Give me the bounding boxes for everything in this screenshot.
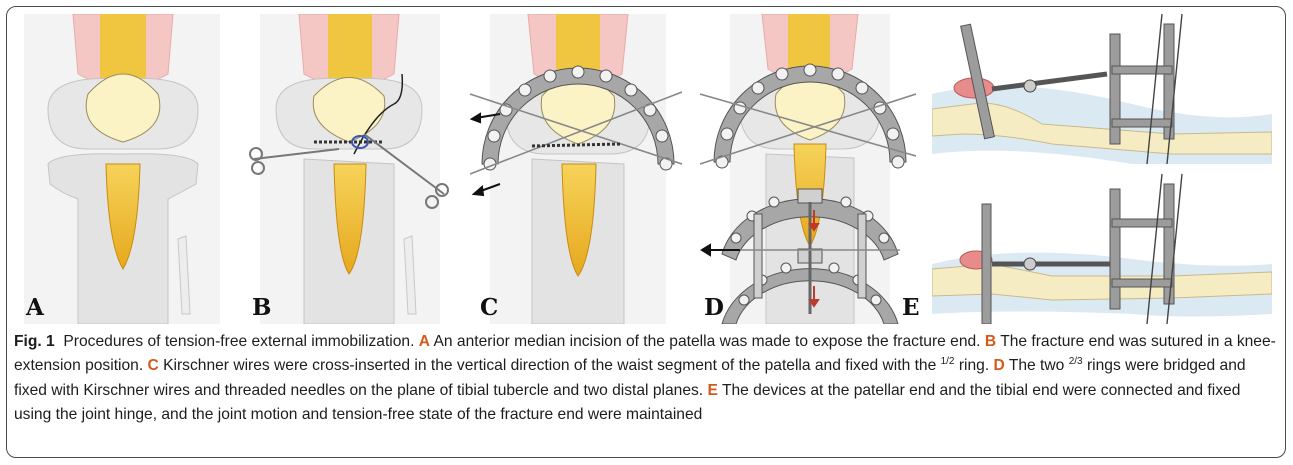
- caption-text-d-sup: 2/3: [1069, 356, 1083, 367]
- panel-label-b: B: [252, 294, 271, 321]
- panel-label-e: E: [902, 294, 920, 321]
- caption-ref-b: B: [985, 333, 996, 350]
- panel-d: D: [700, 14, 916, 324]
- figure-panels: A B: [18, 14, 1278, 326]
- caption-ref-e: E: [707, 382, 717, 399]
- panel-c: C: [470, 14, 682, 324]
- panel-label-d: D: [704, 294, 724, 321]
- figure-caption: Fig. 1 Procedures of tension-free extern…: [14, 330, 1276, 427]
- panel-e-illustration: [932, 14, 1272, 324]
- panel-c-illustration: [470, 14, 682, 324]
- caption-fig-label: Fig. 1: [14, 333, 55, 350]
- caption-text-c-post: ring.: [959, 357, 989, 374]
- panel-e: E: [932, 14, 1278, 324]
- panel-b-illustration: [244, 14, 454, 324]
- caption-text-c-sup: 1/2: [941, 356, 955, 367]
- panel-a: A: [18, 14, 228, 324]
- caption-text-a: An anterior median incision of the patel…: [434, 333, 981, 350]
- caption-title: Procedures of tension-free external immo…: [63, 333, 414, 350]
- panel-label-a: A: [26, 294, 44, 321]
- caption-ref-a: A: [419, 333, 430, 350]
- panel-a-illustration: [18, 14, 228, 324]
- caption-ref-c: C: [148, 357, 159, 374]
- panel-label-c: C: [480, 294, 498, 321]
- panel-d-illustration: [700, 14, 916, 324]
- caption-text-d-pre: The two: [1009, 357, 1064, 374]
- panel-b: B: [244, 14, 454, 324]
- caption-text-c-pre: Kirschner wires were cross-inserted in t…: [163, 357, 936, 374]
- caption-ref-d: D: [994, 357, 1005, 374]
